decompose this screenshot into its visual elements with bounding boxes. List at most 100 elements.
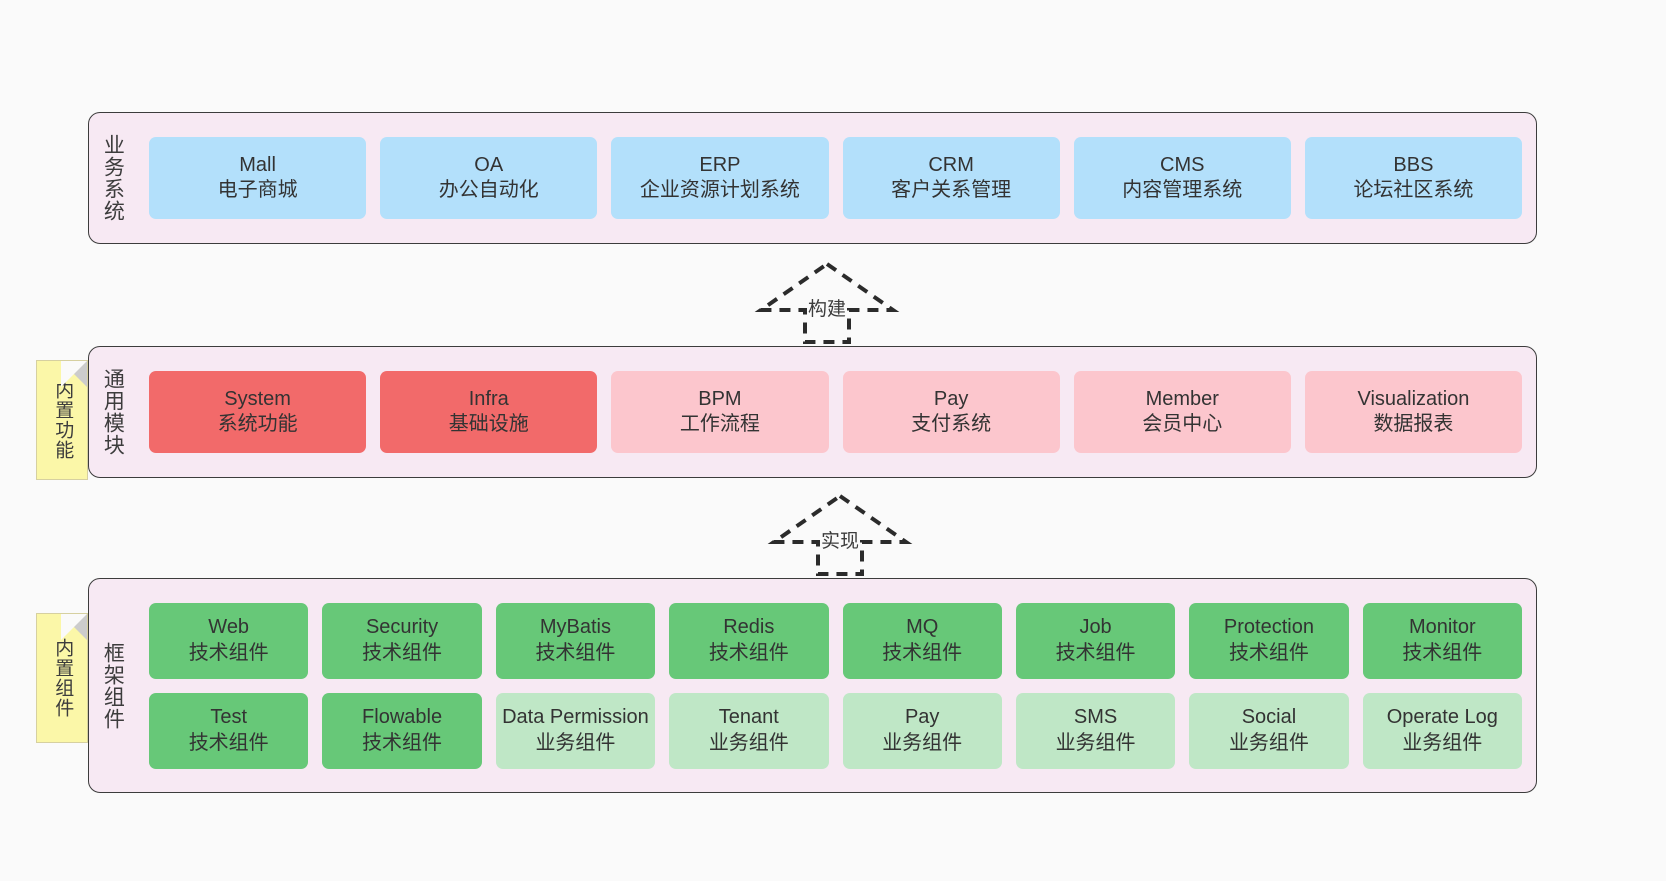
module-box-erp[interactable]: ERP 企业资源计划系统 [611, 137, 829, 219]
module-box-bbs[interactable]: BBS 论坛社区系统 [1304, 137, 1523, 219]
module-desc: 支付系统 [911, 413, 992, 435]
module-desc: 技术组件 [1228, 641, 1309, 664]
module-box-data-permission[interactable]: Data Permission 业务组件 [495, 692, 656, 769]
module-desc: 技术组件 [535, 641, 616, 664]
layer-common-modules: 通用模块 System 系统功能 Infra 基础设施 BPM 工作流程 Pay… [88, 346, 1537, 478]
module-box-visualization[interactable]: Visualization 数据报表 [1304, 371, 1523, 453]
module-box-web[interactable]: Web 技术组件 [149, 602, 309, 679]
module-desc: 技术组件 [188, 731, 269, 754]
module-box-bpm[interactable]: BPM 工作流程 [611, 371, 829, 453]
row-framework-2: Test 技术组件 Flowable 技术组件 Data Permission … [149, 692, 1522, 769]
module-box-social[interactable]: Social 业务组件 [1189, 692, 1349, 769]
row-common-1: System 系统功能 Infra 基础设施 BPM 工作流程 Pay 支付系统… [149, 371, 1523, 453]
module-box-system[interactable]: System 系统功能 [149, 371, 367, 453]
module-box-redis[interactable]: Redis 技术组件 [669, 602, 829, 679]
module-name: Infra [468, 387, 509, 410]
module-name: Visualization [1357, 387, 1470, 410]
module-desc: 电子商城 [217, 179, 298, 201]
module-name: BPM [698, 387, 742, 410]
layer-framework-components: 框架组件 Web 技术组件 Security 技术组件 MyBatis 技术组件… [88, 578, 1537, 793]
module-name: Test [210, 706, 248, 729]
module-box-crm[interactable]: CRM 客户关系管理 [842, 137, 1060, 219]
module-box-mall[interactable]: Mall 电子商城 [149, 137, 367, 219]
module-name: Member [1145, 387, 1219, 410]
layer-body-common: System 系统功能 Infra 基础设施 BPM 工作流程 Pay 支付系统… [135, 347, 1536, 477]
module-name: Job [1079, 616, 1112, 639]
module-box-infra[interactable]: Infra 基础设施 [380, 371, 598, 453]
module-desc: 技术组件 [882, 641, 963, 664]
note-fold-cut-icon [61, 361, 87, 387]
layer-title-business: 业务系统 [101, 134, 125, 222]
module-box-flowable[interactable]: Flowable 技术组件 [322, 692, 482, 769]
module-desc: 会员中心 [1142, 413, 1223, 435]
module-box-mq[interactable]: MQ 技术组件 [842, 602, 1002, 679]
module-name: Flowable [362, 706, 443, 729]
module-box-test[interactable]: Test 技术组件 [149, 692, 309, 769]
module-name: ERP [699, 153, 741, 176]
module-name: Tenant [718, 706, 779, 729]
module-desc: 内容管理系统 [1122, 179, 1243, 201]
module-name: BBS [1393, 153, 1434, 176]
module-name: Web [208, 616, 250, 639]
module-name: SMS [1073, 706, 1118, 729]
module-name: Pay [933, 387, 969, 410]
module-desc: 论坛社区系统 [1353, 179, 1474, 201]
module-desc: 数据报表 [1373, 413, 1454, 435]
module-box-member[interactable]: Member 会员中心 [1073, 371, 1291, 453]
module-desc: 企业资源计划系统 [639, 179, 800, 201]
module-name: MyBatis [539, 616, 611, 639]
connector-label-build: 构建 [807, 299, 847, 320]
module-desc: 办公自动化 [438, 179, 539, 201]
connector-label-implement: 实现 [820, 531, 860, 552]
module-name: Monitor [1408, 616, 1476, 639]
note-label: 内置功能 [52, 380, 74, 460]
module-desc: 技术组件 [362, 731, 443, 754]
layer-title-common: 通用模块 [101, 368, 125, 456]
module-desc: 技术组件 [1055, 641, 1136, 664]
module-box-security[interactable]: Security 技术组件 [322, 602, 482, 679]
row-framework-1: Web 技术组件 Security 技术组件 MyBatis 技术组件 Redi… [149, 602, 1522, 679]
connector-build: 构建 [753, 258, 901, 348]
module-name: Data Permission [502, 706, 649, 729]
module-desc: 技术组件 [188, 641, 269, 664]
module-desc: 工作流程 [679, 413, 760, 435]
module-name: Protection [1223, 616, 1314, 639]
layer-body-framework: Web 技术组件 Security 技术组件 MyBatis 技术组件 Redi… [135, 579, 1536, 792]
module-name: System [224, 387, 291, 410]
module-name: OA [474, 153, 504, 176]
note-label: 内置组件 [52, 638, 74, 718]
connector-implement: 实现 [766, 490, 914, 580]
module-box-job[interactable]: Job 技术组件 [1015, 602, 1176, 679]
module-name: Operate Log [1386, 706, 1498, 729]
module-desc: 技术组件 [1402, 641, 1483, 664]
note-builtin-function: 内置功能 [36, 360, 88, 480]
module-desc: 业务组件 [1055, 731, 1136, 754]
module-desc: 客户关系管理 [891, 179, 1012, 201]
module-desc: 业务组件 [882, 731, 963, 754]
module-box-monitor[interactable]: Monitor 技术组件 [1362, 602, 1522, 679]
module-name: MQ [906, 616, 939, 639]
module-name: Pay [904, 706, 940, 729]
generalization-arrow-icon [767, 493, 913, 576]
generalization-arrow-icon [754, 261, 900, 344]
module-box-protection[interactable]: Protection 技术组件 [1189, 602, 1349, 679]
module-box-cms[interactable]: CMS 内容管理系统 [1073, 137, 1291, 219]
module-box-tenant[interactable]: Tenant 业务组件 [669, 692, 829, 769]
module-desc: 系统功能 [217, 413, 298, 435]
module-desc: 业务组件 [535, 731, 616, 754]
module-box-pay[interactable]: Pay 支付系统 [842, 371, 1060, 453]
row-business-1: Mall 电子商城 OA 办公自动化 ERP 企业资源计划系统 CRM 客户关系… [149, 137, 1523, 219]
module-desc: 技术组件 [708, 641, 789, 664]
module-name: CRM [928, 153, 974, 176]
layer-business-systems: 业务系统 Mall 电子商城 OA 办公自动化 ERP 企业资源计划系统 CRM… [88, 112, 1537, 244]
module-box-mybatis[interactable]: MyBatis 技术组件 [495, 602, 656, 679]
module-box-operate-log[interactable]: Operate Log 业务组件 [1362, 692, 1522, 769]
layer-title-framework: 框架组件 [101, 641, 125, 730]
module-name: Security [365, 616, 439, 639]
module-box-sms[interactable]: SMS 业务组件 [1015, 692, 1176, 769]
module-box-pay-component[interactable]: Pay 业务组件 [842, 692, 1002, 769]
module-name: CMS [1160, 153, 1205, 176]
module-box-oa[interactable]: OA 办公自动化 [380, 137, 598, 219]
module-name: Mall [239, 153, 276, 176]
